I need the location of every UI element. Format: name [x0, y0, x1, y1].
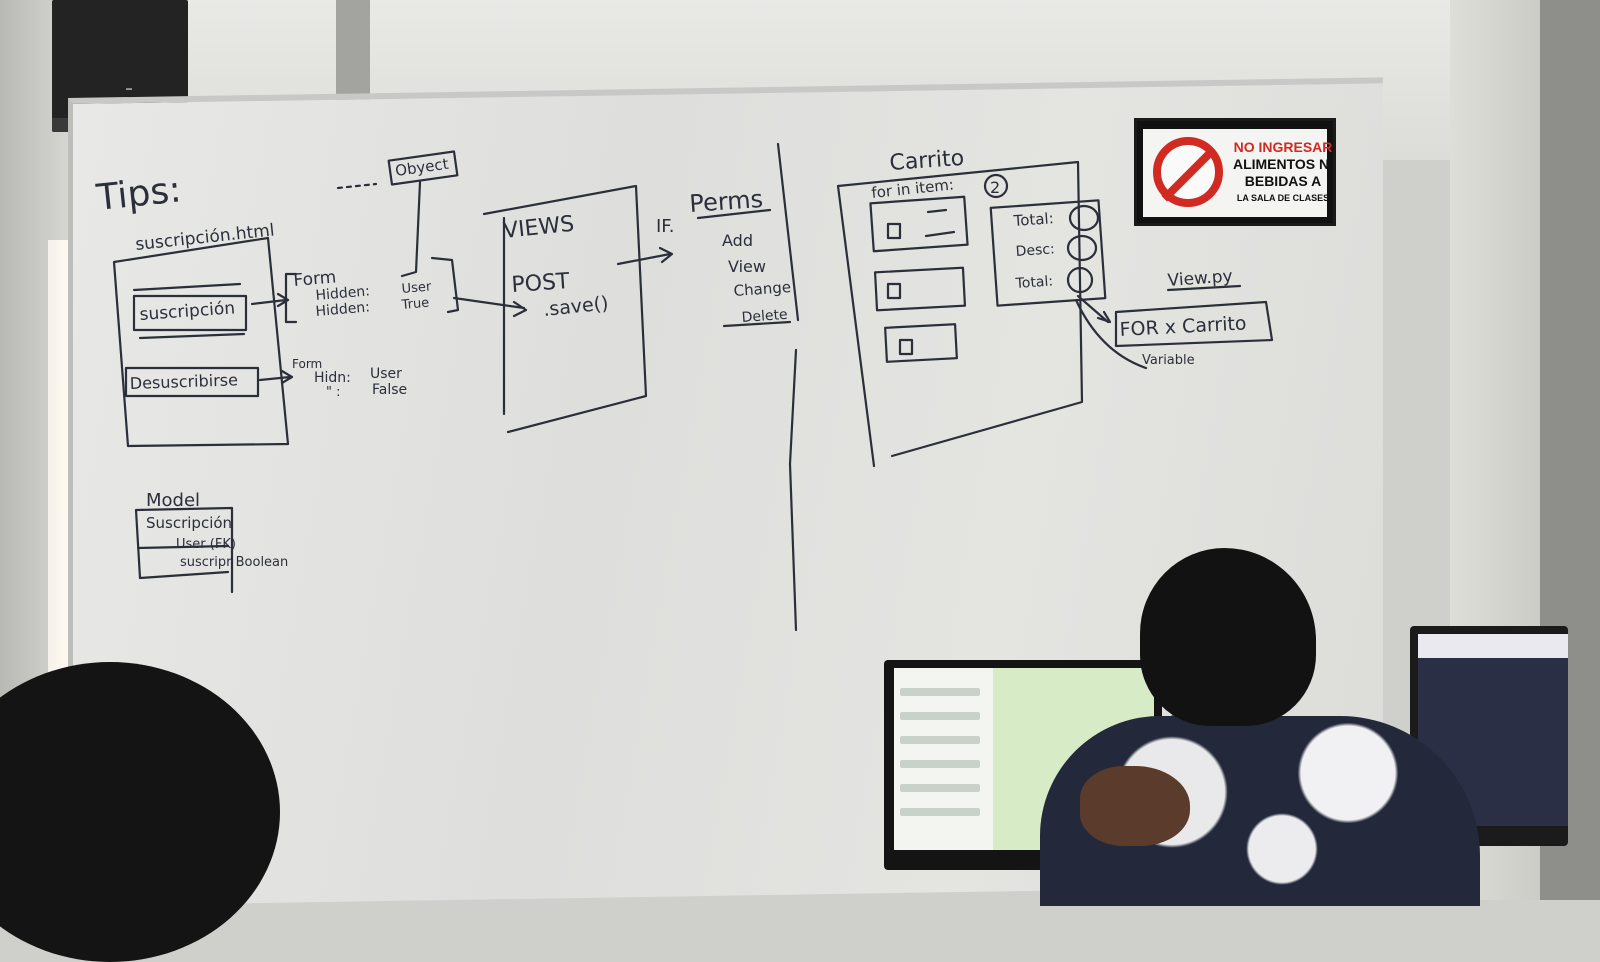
perm-delete: Delete: [741, 307, 788, 326]
desc-label: Desc:: [1015, 241, 1055, 260]
form-title: Form: [293, 267, 337, 291]
subscribe-button-sketch: suscripción: [139, 298, 236, 325]
chat-row: [900, 736, 980, 744]
perm-view: View: [728, 257, 766, 276]
for-carrito-label: FOR x Carrito: [1119, 312, 1247, 341]
perms-title: Perms: [688, 185, 763, 218]
student-hand: [1080, 766, 1190, 846]
chat-row: [900, 784, 980, 792]
whiteboard-writing: Tips: suscripción.html suscripción Desus…: [94, 142, 1274, 632]
speaker-logo: ▬: [126, 86, 132, 92]
sign-line-3: BEBIDAS A: [1244, 173, 1322, 189]
chat-row: [900, 760, 980, 768]
model-line2: User (FK): [176, 537, 236, 552]
form2-line2-key: " :: [326, 385, 341, 400]
form2-line1-key: Hidn:: [314, 370, 351, 386]
item-count: 2: [990, 178, 1000, 197]
perm-add: Add: [722, 231, 753, 250]
sign-panel: NO INGRESAR ALIMENTOS NI BEBIDAS A LA SA…: [1143, 129, 1333, 217]
student: [1040, 548, 1480, 906]
form2-line2-val: False: [372, 382, 407, 398]
sign-line-4: LA SALA DE CLASES: [1236, 193, 1330, 203]
sign-line-1: NO INGRESAR: [1233, 139, 1333, 155]
form2-line1-val: User: [370, 366, 402, 382]
carrito-title: Carrito: [889, 146, 965, 176]
chat-row: [900, 712, 980, 720]
student-hoodie: [1040, 716, 1480, 906]
model-line1: Suscripción: [146, 514, 232, 532]
form-line2-key: Hidden:: [315, 299, 371, 320]
total2-label: Total:: [1014, 273, 1053, 292]
save-label: .save(): [542, 292, 609, 321]
student-head: [1140, 548, 1316, 726]
total-label: Total:: [1012, 209, 1054, 230]
variable-label: Variable: [1142, 353, 1195, 368]
post-label: POST: [511, 269, 571, 298]
form-line2-val: True: [400, 296, 430, 313]
model-line3: suscripr Boolean: [180, 555, 288, 570]
views-title: VIEWS: [502, 212, 575, 244]
no-food-sign: NO INGRESAR ALIMENTOS NI BEBIDAS A LA SA…: [1134, 118, 1336, 226]
unsubscribe-button-sketch: Desuscribirse: [129, 370, 238, 393]
view-py-label: View.py: [1167, 266, 1233, 290]
file-label: suscripción.html: [134, 220, 275, 254]
chat-row: [900, 808, 980, 816]
sign-text: NO INGRESAR ALIMENTOS NI BEBIDAS A LA SA…: [1231, 139, 1335, 207]
perm-change: Change: [733, 278, 792, 300]
chat-row: [900, 688, 980, 696]
form2-title: Form: [292, 357, 322, 371]
no-food-icon: [1153, 137, 1223, 207]
sign-line-2: ALIMENTOS NI: [1232, 156, 1334, 172]
form-line1-key: Hidden:: [315, 283, 371, 304]
tips-title: Tips:: [94, 169, 183, 219]
if-label: IF.: [656, 216, 675, 237]
model-title: Model: [146, 490, 200, 511]
form-line1-val: User: [401, 279, 432, 297]
